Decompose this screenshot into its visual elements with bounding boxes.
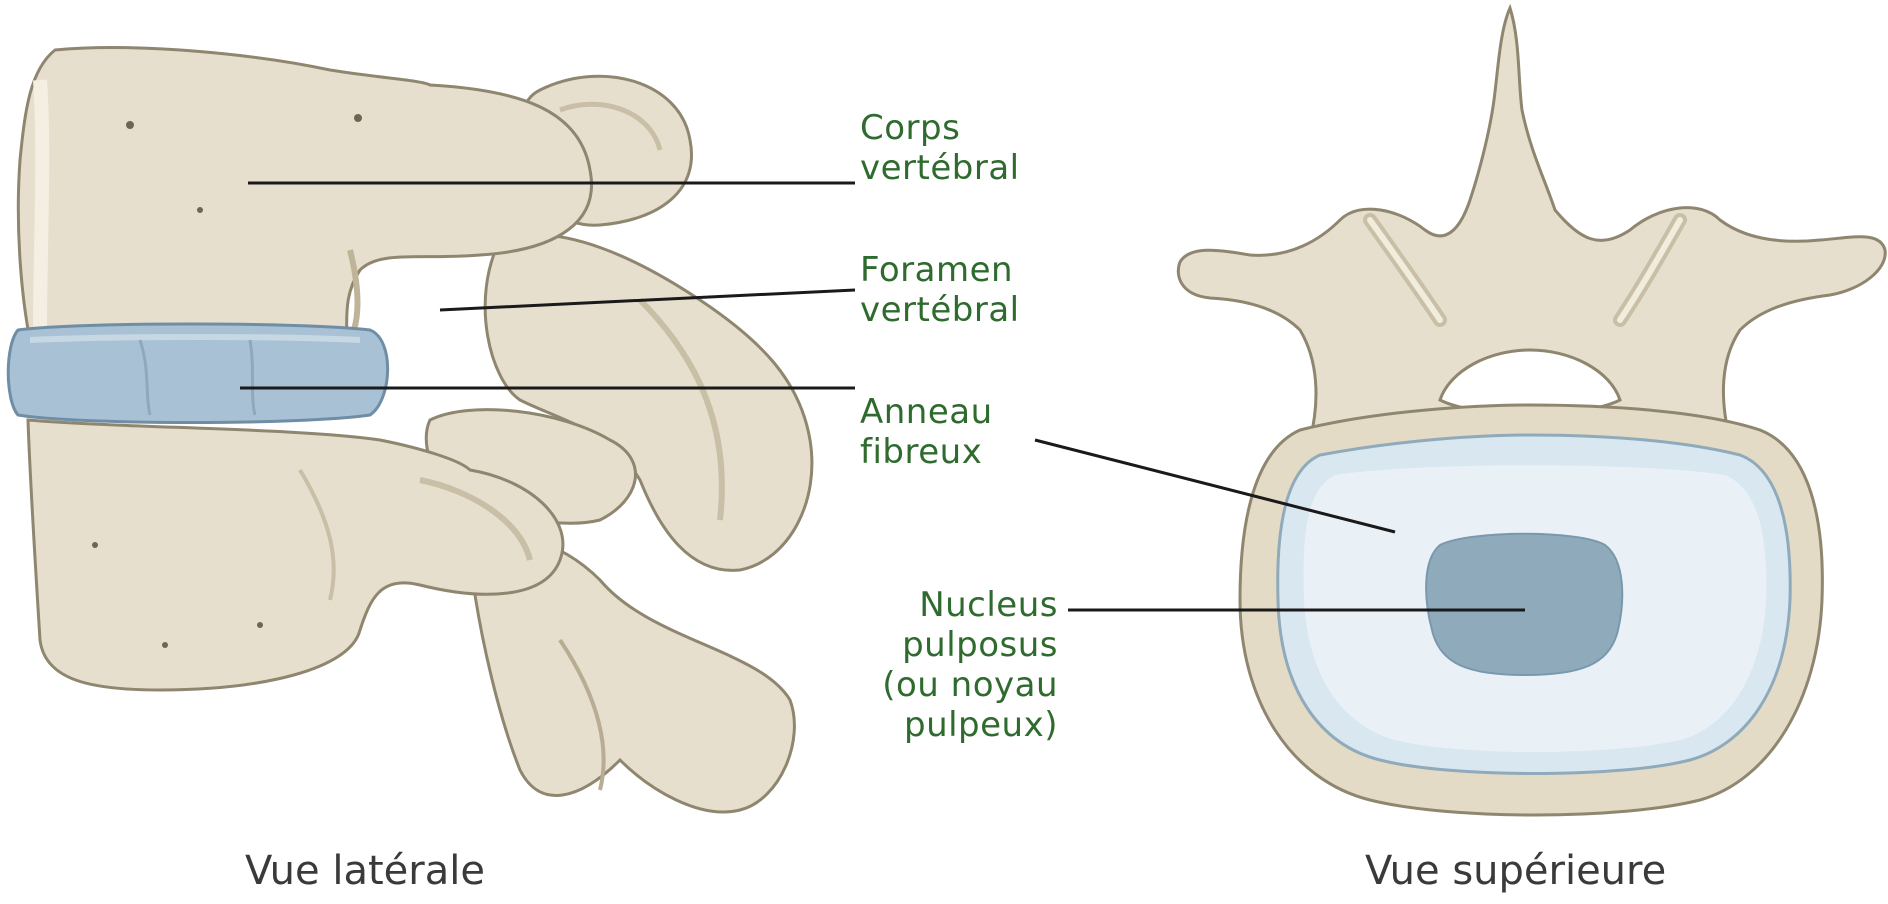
superior-view-illustration bbox=[1178, 8, 1885, 815]
label-nucleus-pulposus: Nucleus pulposus (ou noyau pulpeux) bbox=[838, 585, 1058, 745]
label-nucleus-line3: (ou noyau bbox=[838, 665, 1058, 705]
label-foramen-line2: vertébral bbox=[860, 290, 1020, 330]
label-nucleus-line1: Nucleus bbox=[838, 585, 1058, 625]
label-anneau-line2: fibreux bbox=[860, 432, 993, 472]
label-nucleus-line4: pulpeux) bbox=[838, 705, 1058, 745]
label-corps-vertebral: Corps vertébral bbox=[860, 108, 1020, 188]
label-anneau-fibreux: Anneau fibreux bbox=[860, 392, 993, 472]
label-corps-line2: vertébral bbox=[860, 148, 1020, 188]
label-foramen-vertebral: Foramen vertébral bbox=[860, 250, 1020, 330]
label-nucleus-line2: pulposus bbox=[838, 625, 1058, 665]
label-foramen-line1: Foramen bbox=[860, 250, 1020, 290]
nucleus-pulposus bbox=[1426, 534, 1622, 675]
label-corps-line1: Corps bbox=[860, 108, 1020, 148]
caption-superior-view: Vue supérieure bbox=[1365, 848, 1666, 894]
label-anneau-line1: Anneau bbox=[860, 392, 993, 432]
caption-lateral-view: Vue latérale bbox=[245, 848, 485, 894]
lateral-view-illustration bbox=[8, 48, 812, 812]
